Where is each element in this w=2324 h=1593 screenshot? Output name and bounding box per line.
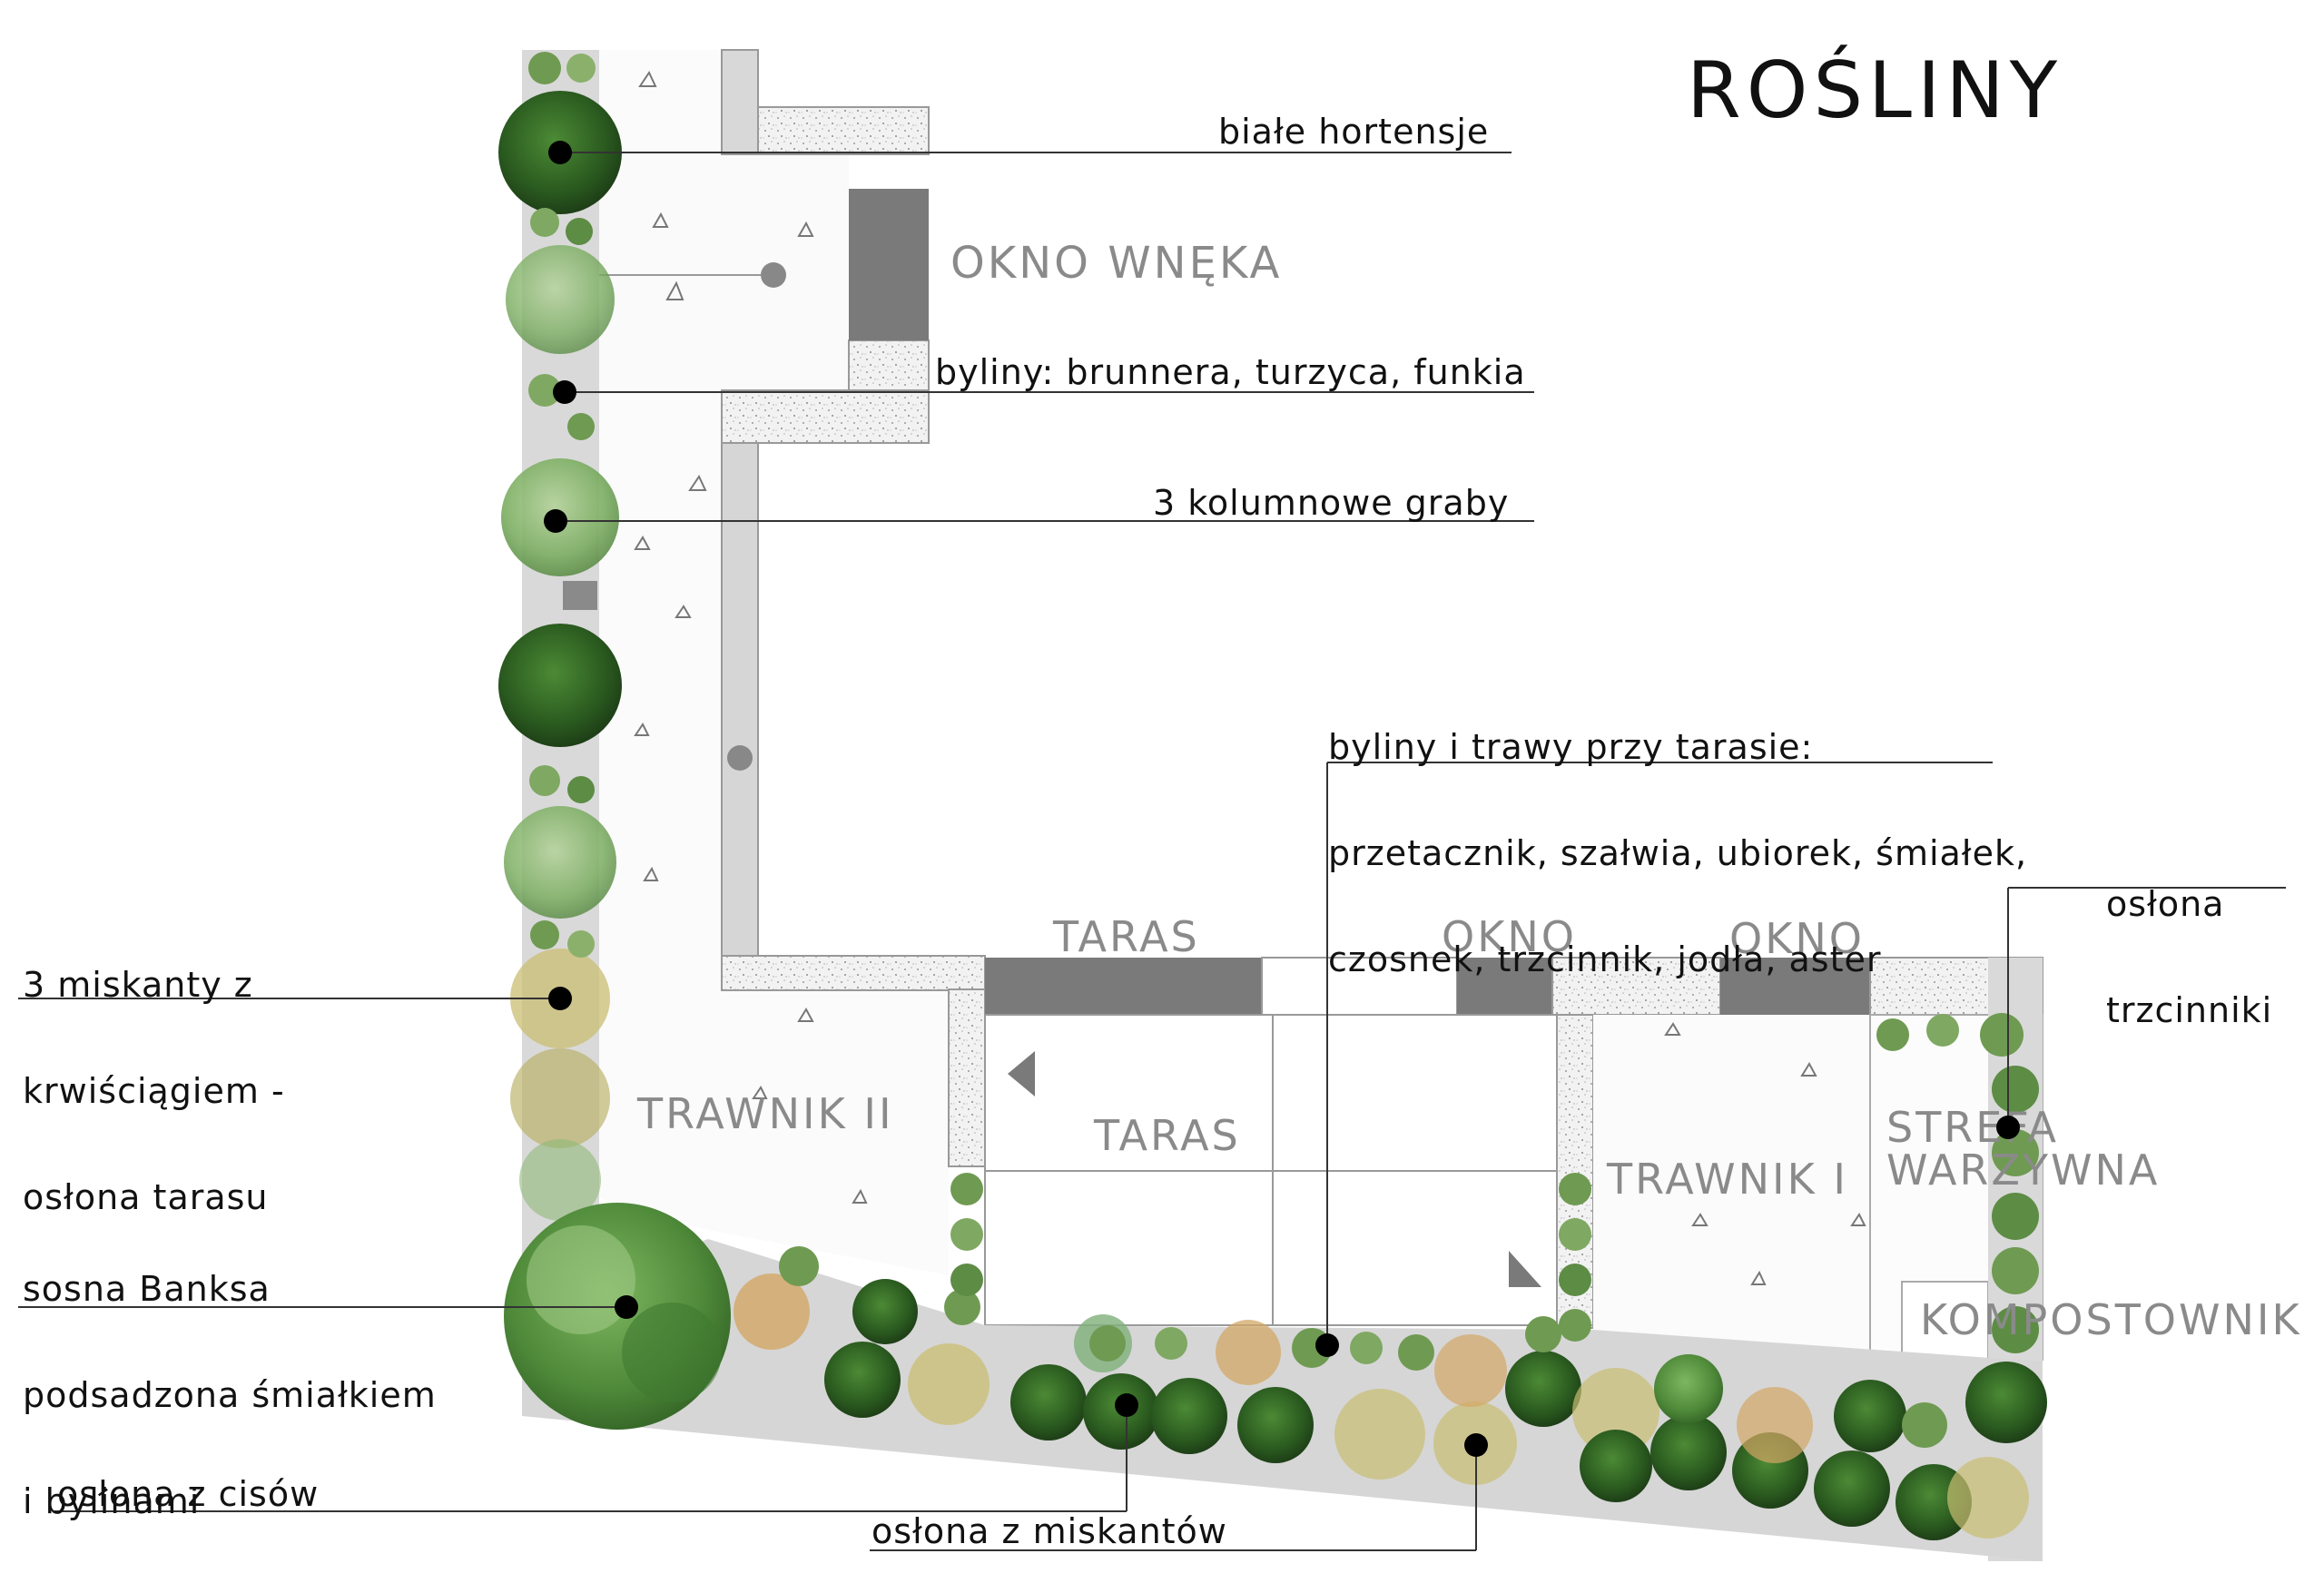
annotation-graby: 3 kolumnowe graby [1153, 483, 1510, 523]
leader-lines [18, 152, 2286, 1551]
dot-graby [544, 509, 567, 533]
annotation-byliny-top: byliny: brunnera, turzyca, funkia [935, 352, 1526, 392]
terrace-wall [985, 958, 1262, 1015]
window-alcove-area [599, 150, 849, 390]
zone-label-okno-wneka: OKNO WNĘKA [950, 238, 1282, 289]
dot-trzcinniki [1996, 1116, 2020, 1139]
annotation-hortensje: białe hortensje [1218, 112, 1490, 152]
direction-arrow-right [1509, 1251, 1541, 1287]
zone-label-warzywna: WARZYWNA [1886, 1146, 2160, 1195]
zone-label-taras-center: TARAS [1093, 1111, 1241, 1160]
dot-byliny-taras [1315, 1333, 1339, 1357]
terrace-opening [1261, 957, 1458, 1016]
annotation-miskanty: osłona z miskantów [872, 1511, 1227, 1551]
compost-area [1901, 1281, 1989, 1361]
direction-arrow-left [1008, 1051, 1035, 1096]
annotation-oslona-trzcinniki: osłona trzcinniki [2106, 816, 2272, 1064]
annotation-cisy: osłona z cisów [57, 1474, 320, 1514]
annotation-miskanty-krwisciag-line-3: osłona tarasu [23, 1177, 269, 1217]
dot-miskanty-krwisciag [548, 987, 572, 1010]
zone-label-kompostownik: KOMPOSTOWNIK [1920, 1295, 2302, 1344]
annotation-byliny-taras-line-2: przetacznik, szałwia, ubiorek, śmiałek, [1328, 833, 2028, 873]
dot-byliny-top [553, 380, 576, 404]
lawn-1-area [1593, 1015, 1870, 1360]
gravel-between-windows [1551, 957, 1721, 1016]
annotation-sosna: sosna Banksa podsadzona śmiałkiem i byli… [23, 1201, 437, 1555]
marker-wall [727, 745, 753, 771]
dot-cisy [1115, 1393, 1138, 1417]
annotation-byliny-taras-line-1: byliny i trawy przy tarasie: [1328, 727, 1814, 767]
plants-layer [498, 52, 2047, 1540]
zone-label-taras-top: TARAS [1052, 912, 1200, 961]
dot-sosna [615, 1295, 638, 1319]
annotation-byliny-taras-line-3: czosnek, trzcinnik, jodła, aster [1328, 939, 1882, 979]
annotation-trzcinniki-line-1: osłona [2106, 884, 2225, 924]
annotation-byliny-taras: byliny i trawy przy tarasie: przetacznik… [1328, 659, 2027, 1013]
window-2 [1720, 958, 1870, 1015]
zone-label-trawnik-2: TRAWNIK II [636, 1089, 894, 1138]
zone-labels: OKNO WNĘKA TARAS OKNO OKNO TRAWNIK II TA… [636, 238, 2302, 1344]
zone-label-okno-2: OKNO [1729, 914, 1865, 963]
annotation-dots [544, 141, 2020, 1457]
zone-label-okno-1: OKNO [1442, 912, 1577, 961]
dot-hortensje [548, 141, 572, 164]
gravel-strip-lower [848, 339, 930, 391]
gravel-strip-upper [721, 49, 759, 155]
annotation-miskanty-krwisciag-line-2: krwiściągiem - [23, 1071, 285, 1111]
annotation-sosna-line-1: sosna Banksa [23, 1269, 271, 1309]
annotation-sosna-line-2: podsadzona śmiałkiem [23, 1375, 437, 1415]
annotation-miskanty-krwisciag-line-1: 3 miskanty z [23, 965, 253, 1005]
lawn-texture [634, 70, 1866, 1285]
zone-label-strefa: STREFA [1886, 1103, 2059, 1152]
gravel-strip-top [757, 106, 930, 155]
house-wall-horizontal [721, 955, 986, 991]
house-wall-vertical [721, 442, 759, 957]
dot-miskanty [1464, 1433, 1488, 1457]
marker-alcove [761, 262, 786, 288]
gravel-strip-under-alcove [721, 389, 930, 444]
zone-label-trawnik-1: TRAWNIK I [1606, 1155, 1848, 1204]
window-1 [1457, 958, 1552, 1015]
annotation-trzcinniki-line-2: trzcinniki [2106, 990, 2273, 1030]
alcove-window [849, 189, 929, 340]
terrace-gravel-left [948, 988, 986, 1167]
annotation-sosna-line-3: i bylinami [23, 1481, 201, 1521]
page-title: ROŚLINY [1687, 45, 2063, 136]
annotation-miskanty-krwisciag: 3 miskanty z krwiściągiem - osłona taras… [23, 897, 285, 1251]
